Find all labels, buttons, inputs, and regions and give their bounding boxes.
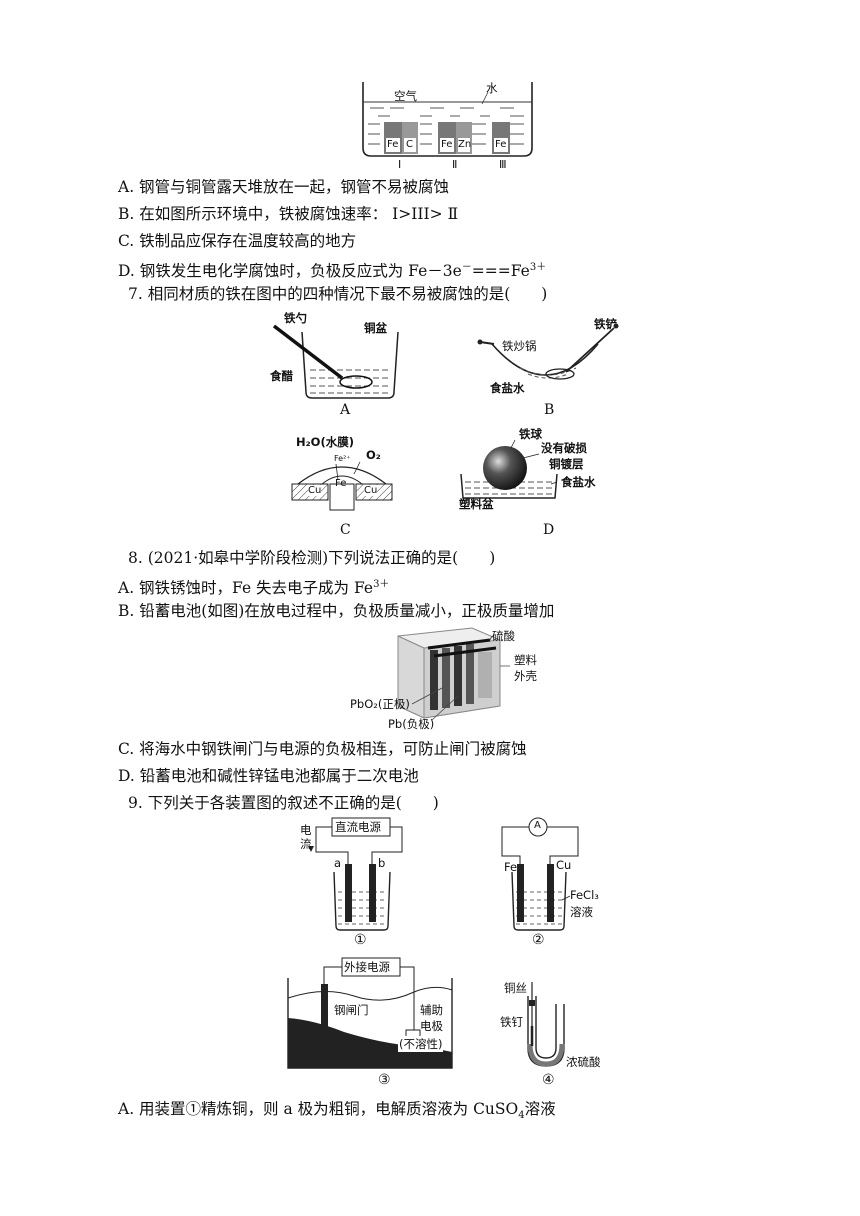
q9-stem: 9. 下列关于各装置图的叙述不正确的是( ) — [128, 794, 439, 812]
fig7c-o2-label: O₂ — [366, 448, 381, 462]
cell2-fe: Fe — [441, 139, 453, 150]
fig9-3-gate-label: 钢闸门 — [334, 1003, 369, 1017]
q6-option-c: C. 铁制品应保存在温度较高的地方 — [118, 232, 357, 250]
q6-option-a: A. 钢管与铜管露天堆放在一起，钢管不易被腐蚀 — [118, 178, 450, 196]
steel-gate-protection-diagram — [287, 957, 453, 1069]
fig7b-brine-label: 食盐水 — [490, 381, 525, 395]
water-label: 水 — [486, 81, 498, 95]
battery-pb-label: Pb(负极) — [388, 717, 435, 731]
q9-a-sub: 4 — [518, 1110, 525, 1122]
electrolysis-cell-diagram — [308, 817, 403, 931]
fig7d-caption: D — [543, 522, 555, 538]
figure-7c: H₂O(水膜) O₂ Fe²⁺ Fe Cu Cu C — [290, 430, 400, 542]
q6-d-sup1: － — [461, 262, 472, 273]
fig7c-fe2-label: Fe²⁺ — [334, 454, 351, 463]
figure-7b: 铁炒锅 铁铲 食盐水 B — [476, 316, 636, 422]
fig9-1-a-label: a — [334, 856, 342, 870]
fig7c-cu-left: Cu — [308, 485, 322, 496]
cell-label-1: Ⅰ — [398, 158, 402, 171]
fig7a-caption: A — [340, 402, 351, 418]
q8-a-text: A. 钢铁锈蚀时，Fe 失去电子成为 Fe — [118, 579, 374, 598]
air-label: 空气 — [394, 89, 417, 103]
fig9-4-nail-label: 铁钉 — [500, 1015, 523, 1029]
fig7b-caption: B — [544, 402, 555, 418]
q6-d-mid: ===Fe — [471, 262, 530, 281]
cell-label-2: Ⅱ — [452, 158, 458, 171]
fig9-3-caption: ③ — [378, 1072, 391, 1088]
fig9-4-wire-label: 铜丝 — [504, 981, 527, 995]
fig7d-plastic-label: 塑料盆 — [459, 497, 494, 511]
q6-d-sup2: 3＋ — [529, 262, 547, 273]
cell3-fe: Fe — [495, 139, 507, 150]
q8-option-c: C. 将海水中钢铁闸门与电源的负极相连，可防止闸门被腐蚀 — [118, 740, 527, 758]
fig7c-caption: C — [340, 522, 351, 538]
cell2-zn: Zn — [458, 139, 472, 150]
battery-shell-label-1: 塑料 — [514, 653, 537, 667]
figure-9-4: 铜丝 铁钉 浓硫酸 ④ — [500, 976, 612, 1090]
fig9-3-aux-label-2: 电极 — [420, 1019, 443, 1033]
copper-basin-diagram — [272, 324, 399, 399]
fig7b-wok-label: 铁炒锅 — [502, 339, 537, 353]
battery-acid-label: 硫酸 — [492, 629, 515, 643]
fig9-2-meter-label: A — [534, 820, 541, 831]
fig7c-cu-right: Cu — [364, 485, 378, 496]
fig7a-spoon-label: 铁勺 — [284, 311, 307, 325]
fig9-1-source-label: 直流电源 — [335, 820, 381, 834]
iron-wok-diagram — [477, 323, 619, 380]
fig7b-spatula-label: 铁铲 — [594, 317, 617, 331]
figure-9-3: 外接电源 钢闸门 辅助 电极 (不溶性) ③ — [284, 956, 456, 1090]
q9-a-post: 溶液 — [524, 1100, 556, 1118]
battery-shell-label-2: 外壳 — [514, 669, 537, 683]
fig9-1-b-label: b — [378, 856, 386, 870]
cell-label-3: Ⅲ — [499, 158, 507, 171]
fig9-3-aux-label-3: (不溶性) — [398, 1036, 444, 1052]
fig9-2-fe-label: Fe — [504, 860, 518, 874]
fig7c-fe-label: Fe — [335, 478, 347, 489]
q8-option-d: D. 铅蓄电池和碱性锌锰电池都属于二次电池 — [118, 767, 419, 785]
fig7d-brine-label: 食盐水 — [561, 475, 596, 489]
fig9-4-caption: ④ — [542, 1072, 555, 1088]
fig7d-nodamage-label: 没有破损 — [541, 441, 587, 455]
figure-7a: 铁勺 铜盆 食醋 A — [270, 310, 410, 422]
fig7d-cu-layer-label: 铜镀层 — [549, 457, 584, 471]
figure-lead-battery: 硫酸 塑料 外壳 PbO₂(正极) Pb(负极) — [350, 626, 550, 734]
fig7c-film-label: H₂O(水膜) — [296, 435, 354, 449]
fig7d-ball-label: 铁球 — [519, 427, 542, 441]
fig9-2-solution-label-1: FeCl₃ — [570, 888, 599, 902]
q6-d-text: D. 钢铁发生电化学腐蚀时，负极反应式为 Fe－3e — [118, 262, 462, 281]
figure-9-2: A Fe Cu FeCl₃ 溶液 ② — [498, 816, 608, 950]
galvanic-cell-diagram — [501, 817, 579, 931]
q7-stem: 7. 相同材质的铁在图中的四种情况下最不易被腐蚀的是( ) — [128, 285, 548, 303]
figure-9-1: 直流电源 电 流 a b ① — [298, 816, 408, 950]
iron-ball-diagram — [460, 439, 558, 499]
fig9-3-aux-label-1: 辅助 — [420, 1003, 443, 1017]
figure-corrosion-cells: 空气 水 Fe C Fe Zn Fe Ⅰ Ⅱ Ⅲ — [360, 78, 535, 176]
q9-option-a: A. 用装置①精炼铜，则 a 极为粗铜，电解质溶液为 CuSO4溶液 — [118, 1099, 556, 1126]
q6-option-b: B. 在如图所示环境中，铁被腐蚀速率： Ⅰ>III> Ⅱ — [118, 205, 459, 223]
fig9-2-caption: ② — [532, 932, 545, 948]
fig9-3-source-label: 外接电源 — [344, 960, 390, 974]
cell1-fe: Fe — [387, 139, 399, 150]
fig7a-basin-label: 铜盆 — [364, 321, 387, 335]
battery-pbo2-label: PbO₂(正极) — [350, 697, 410, 711]
q8-stem: 8. (2021·如皋中学阶段检测)下列说法正确的是( ) — [128, 549, 496, 567]
figure-7d: 铁球 没有破损 铜镀层 食盐水 塑料盆 D — [455, 426, 610, 542]
fig9-1-current-label-2: 流 — [300, 837, 312, 851]
q9-a-text: A. 用装置①精炼铜，则 a 极为粗铜，电解质溶液为 CuSO — [118, 1100, 519, 1118]
corrosion-cells-diagram — [362, 82, 533, 157]
q8-a-sup: 3＋ — [373, 579, 390, 590]
lead-battery-diagram — [397, 627, 510, 721]
fig7a-vinegar-label: 食醋 — [270, 369, 293, 383]
fig9-4-acid-label: 浓硫酸 — [566, 1055, 601, 1069]
q8-option-b: B. 铅蓄电池(如图)在放电过程中，负极质量减小，正极质量增加 — [118, 602, 555, 620]
q6-option-d: D. 钢铁发生电化学腐蚀时，负极反应式为 Fe－3e－===Fe3＋ — [118, 258, 546, 281]
fig9-1-caption: ① — [354, 932, 367, 948]
fig9-1-current-label-1: 电 — [300, 823, 312, 837]
q8-option-a: A. 钢铁锈蚀时，Fe 失去电子成为 Fe3＋ — [118, 575, 389, 598]
fig9-2-solution-label-2: 溶液 — [570, 905, 593, 919]
u-tube-diagram — [527, 982, 565, 1067]
fig9-2-cu-label: Cu — [556, 858, 572, 872]
cell1-c: C — [406, 139, 413, 150]
